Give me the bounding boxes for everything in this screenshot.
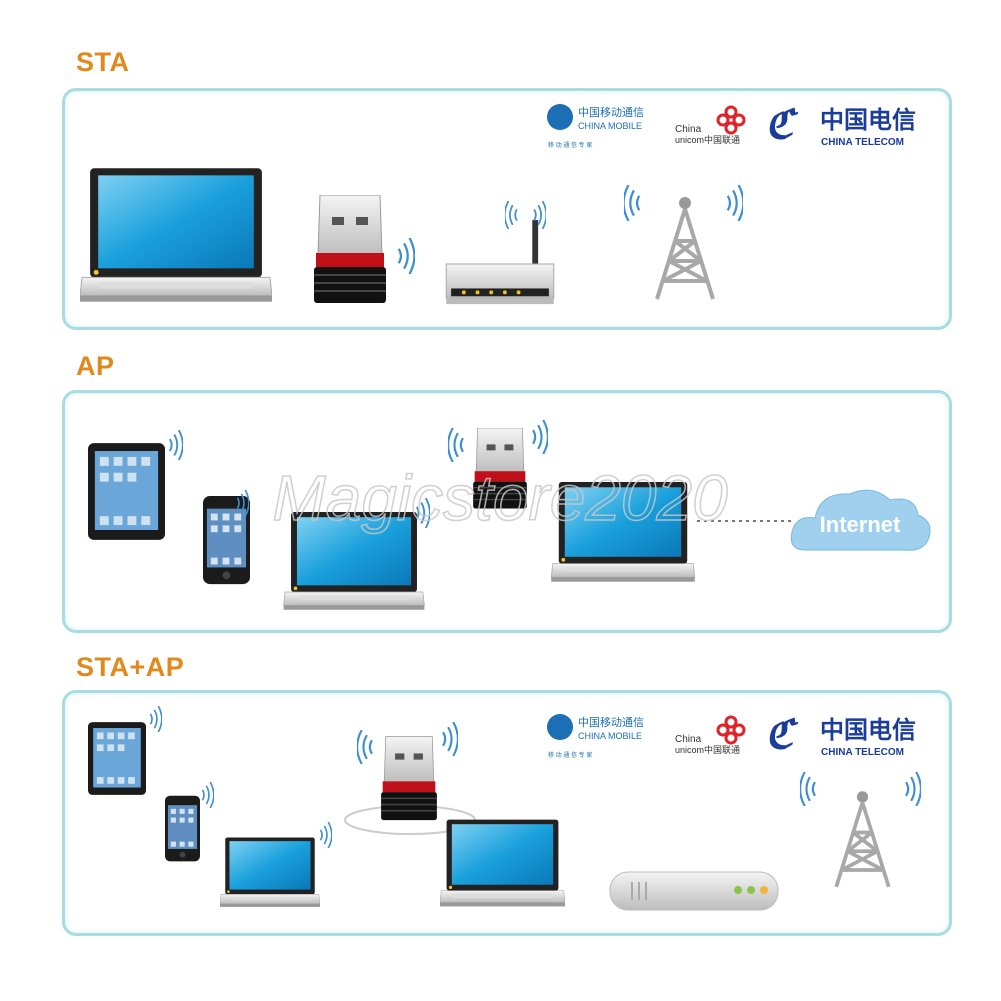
wifi-signal-icon (800, 772, 817, 806)
wifi-signal-icon (624, 185, 641, 221)
tablet-icon (88, 443, 165, 540)
wifi-signal-icon (168, 430, 183, 460)
china-mobile-cn: 中国移动通信 (578, 106, 644, 119)
china-unicom-line1: China (675, 124, 702, 135)
modem-icon (609, 871, 779, 911)
usb-wifi-adapter-icon (313, 195, 387, 304)
wifi-signal-icon (397, 238, 415, 274)
china-telecom-cn: 中国电信 (820, 716, 916, 744)
carrier-logos: 中国移动通信 CHINA MOBILE 移 动 通 信 专 家 China un… (547, 103, 916, 759)
router-icon (445, 220, 555, 305)
wifi-signal-icon (441, 722, 458, 756)
china-mobile-logo-icon (547, 104, 573, 130)
laptop-icon (220, 837, 320, 908)
cell-tower-icon (836, 791, 889, 887)
china-unicom-line1: China (675, 734, 702, 745)
wifi-signal-icon (904, 772, 921, 806)
china-telecom-en: CHINA TELECOM (821, 137, 904, 148)
wifi-signal-icon (448, 428, 465, 462)
china-telecom-cn: 中国电信 (820, 106, 916, 134)
wifi-signal-icon (149, 706, 162, 732)
china-unicom-line2: unicom中国联通 (675, 134, 740, 145)
china-mobile-tagline: 移 动 通 信 专 家 (548, 141, 592, 149)
china-mobile-logo-icon (547, 714, 573, 740)
china-telecom-logo-icon: ℭ (765, 103, 799, 147)
china-telecom-en: CHINA TELECOM (821, 747, 904, 758)
wifi-signal-icon (726, 185, 743, 221)
china-unicom-knot-icon (716, 715, 746, 745)
internet-label: Internet (820, 512, 901, 537)
wifi-signal-icon (319, 822, 332, 848)
internet-cloud-icon (790, 489, 931, 551)
china-unicom-line2: unicom中国联通 (675, 744, 740, 755)
china-telecom-logo-icon: ℭ (765, 713, 799, 757)
section-label-sta-ap: STA+AP (76, 652, 185, 682)
cell-tower-icon (657, 197, 713, 299)
section-label-ap: AP (76, 351, 115, 381)
wifi-signal-icon (531, 420, 548, 454)
usb-wifi-adapter-icon (380, 735, 438, 822)
laptop-icon (80, 168, 272, 303)
china-mobile-en: CHINA MOBILE (578, 121, 642, 131)
wifi-signal-icon (201, 782, 214, 808)
china-mobile-en: CHINA MOBILE (578, 731, 642, 741)
wifi-signal-icon (357, 730, 374, 764)
smartphone-icon (165, 795, 200, 862)
watermark: Magicstore2020 (272, 462, 728, 534)
china-mobile-cn: 中国移动通信 (578, 716, 644, 729)
china-mobile-tagline: 移 动 通 信 专 家 (548, 751, 592, 759)
laptop-icon (440, 819, 565, 907)
tablet-icon (88, 722, 146, 795)
section-label-sta: STA (76, 47, 130, 77)
wifi-signal-icon (505, 200, 518, 230)
china-unicom-knot-icon (716, 105, 746, 135)
